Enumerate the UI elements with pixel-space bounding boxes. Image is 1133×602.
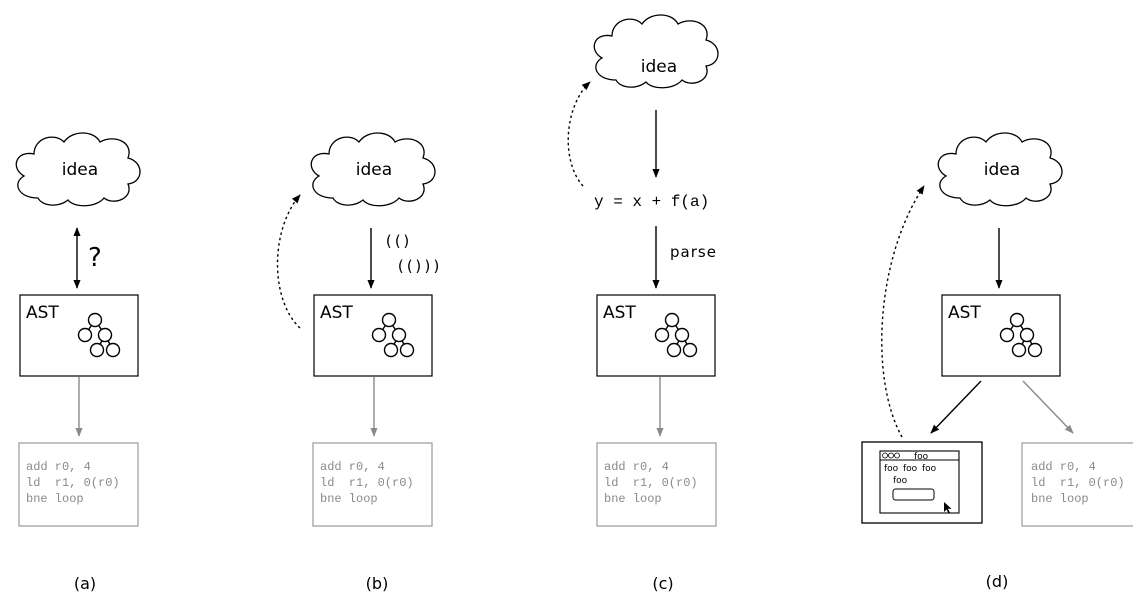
cursor-icon [944, 502, 952, 514]
ui-menu-item-d-2: foo [903, 464, 918, 474]
feedback-arrow-d [881, 185, 925, 438]
ast-label-d: AST [948, 303, 981, 323]
code-line-d-2: ld r1, 0(r0) [1031, 476, 1125, 490]
idea-label-d: idea [984, 160, 1020, 180]
code-line-a-2: ld r1, 0(r0) [26, 476, 120, 490]
panel-a: idea ? AST add r0, 4 ld r1, 0(r0) bne lo… [15, 132, 141, 593]
code-line-c-2: ld r1, 0(r0) [604, 476, 698, 490]
code-line-d-3: bne loop [1031, 492, 1089, 506]
caption-c: (c) [652, 574, 673, 593]
code-line-a-3: bne loop [26, 492, 84, 506]
code-box-b [312, 442, 433, 527]
ast-label-a: AST [26, 303, 59, 323]
ast-label-c: AST [603, 303, 636, 323]
ui-menu-item-d-1: foo [884, 464, 899, 474]
parens-line-b-1: (() [384, 232, 411, 250]
code-line-a-1: add r0, 4 [26, 460, 91, 474]
render-arrow-d [930, 380, 982, 434]
code-line-b-3: bne loop [320, 492, 378, 506]
caption-d: (d) [986, 572, 1009, 591]
ast-label-b: AST [320, 303, 353, 323]
idea-label-b: idea [356, 160, 392, 180]
caption-b: (b) [366, 574, 389, 593]
code-box-c [596, 442, 717, 527]
ui-window-title-d: foo [914, 452, 929, 462]
window-button-icon-1 [882, 452, 888, 459]
code-line-b-1: add r0, 4 [320, 460, 385, 474]
ui-window-d [879, 450, 960, 514]
expression-c: y = x + f(a) [594, 193, 709, 211]
parse-label-c: parse [670, 243, 717, 261]
ui-body-label-d: foo [893, 476, 908, 486]
code-line-b-2: ld r1, 0(r0) [320, 476, 414, 490]
idea-label-a: idea [62, 160, 98, 180]
ui-menu-item-d-3: foo [922, 464, 937, 474]
question-mark-a: ? [88, 243, 102, 273]
panel-d: idea AST foo foo foo foo foo add r0, 4 l… [861, 132, 1133, 591]
code-line-c-1: add r0, 4 [604, 460, 669, 474]
parens-line-b-2: (())) [396, 257, 441, 275]
code-box-d [1021, 442, 1133, 527]
window-button-icon-2 [888, 452, 894, 459]
panel-c: idea y = x + f(a) parse AST add r0, 4 ld… [567, 14, 719, 593]
code-box-a [18, 442, 139, 527]
caption-a: (a) [74, 574, 96, 593]
feedback-arrow-c [567, 81, 591, 187]
code-line-d-1: add r0, 4 [1031, 460, 1096, 474]
ui-input-box-d [892, 488, 935, 501]
window-button-icon-3 [894, 452, 900, 459]
panel-b: idea (() (())) AST add r0, 4 ld r1, 0(r0… [276, 132, 441, 593]
idea-label-c: idea [641, 57, 677, 77]
feedback-arrow-b [276, 194, 301, 329]
code-line-c-3: bne loop [604, 492, 662, 506]
compile-arrow-d [1022, 380, 1074, 434]
